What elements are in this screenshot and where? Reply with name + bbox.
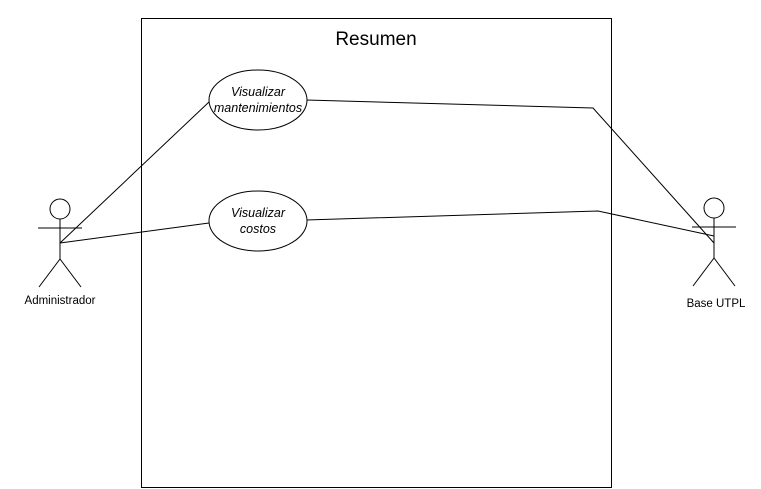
- actor-name-base-utpl: Base UTPL: [686, 298, 746, 310]
- use-case-label-line: mantenimientos: [213, 101, 303, 115]
- association-admin-uc1: [59, 101, 210, 244]
- use-case-label-line: Visualizar: [231, 206, 285, 220]
- actor-base-utpl-figure: [692, 197, 736, 287]
- use-case-visualizar-costos: [208, 190, 308, 252]
- association-uc1-base: [305, 99, 715, 244]
- use-case-label-mantenimientos: Visualizar mantenimientos: [214, 84, 302, 116]
- use-case-label-line: Visualizar: [231, 85, 285, 99]
- association-uc2-base: [305, 210, 715, 237]
- use-case-label-costos: Visualizar costos: [231, 205, 285, 237]
- actor-administrador-figure: [38, 198, 82, 288]
- boundary-title: Resumen: [335, 29, 417, 50]
- use-case-label-line: costos: [239, 222, 277, 236]
- use-case-visualizar-mantenimientos: [208, 69, 308, 131]
- actor-name-administrador: Administrador: [24, 295, 96, 307]
- association-admin-uc2: [59, 222, 210, 244]
